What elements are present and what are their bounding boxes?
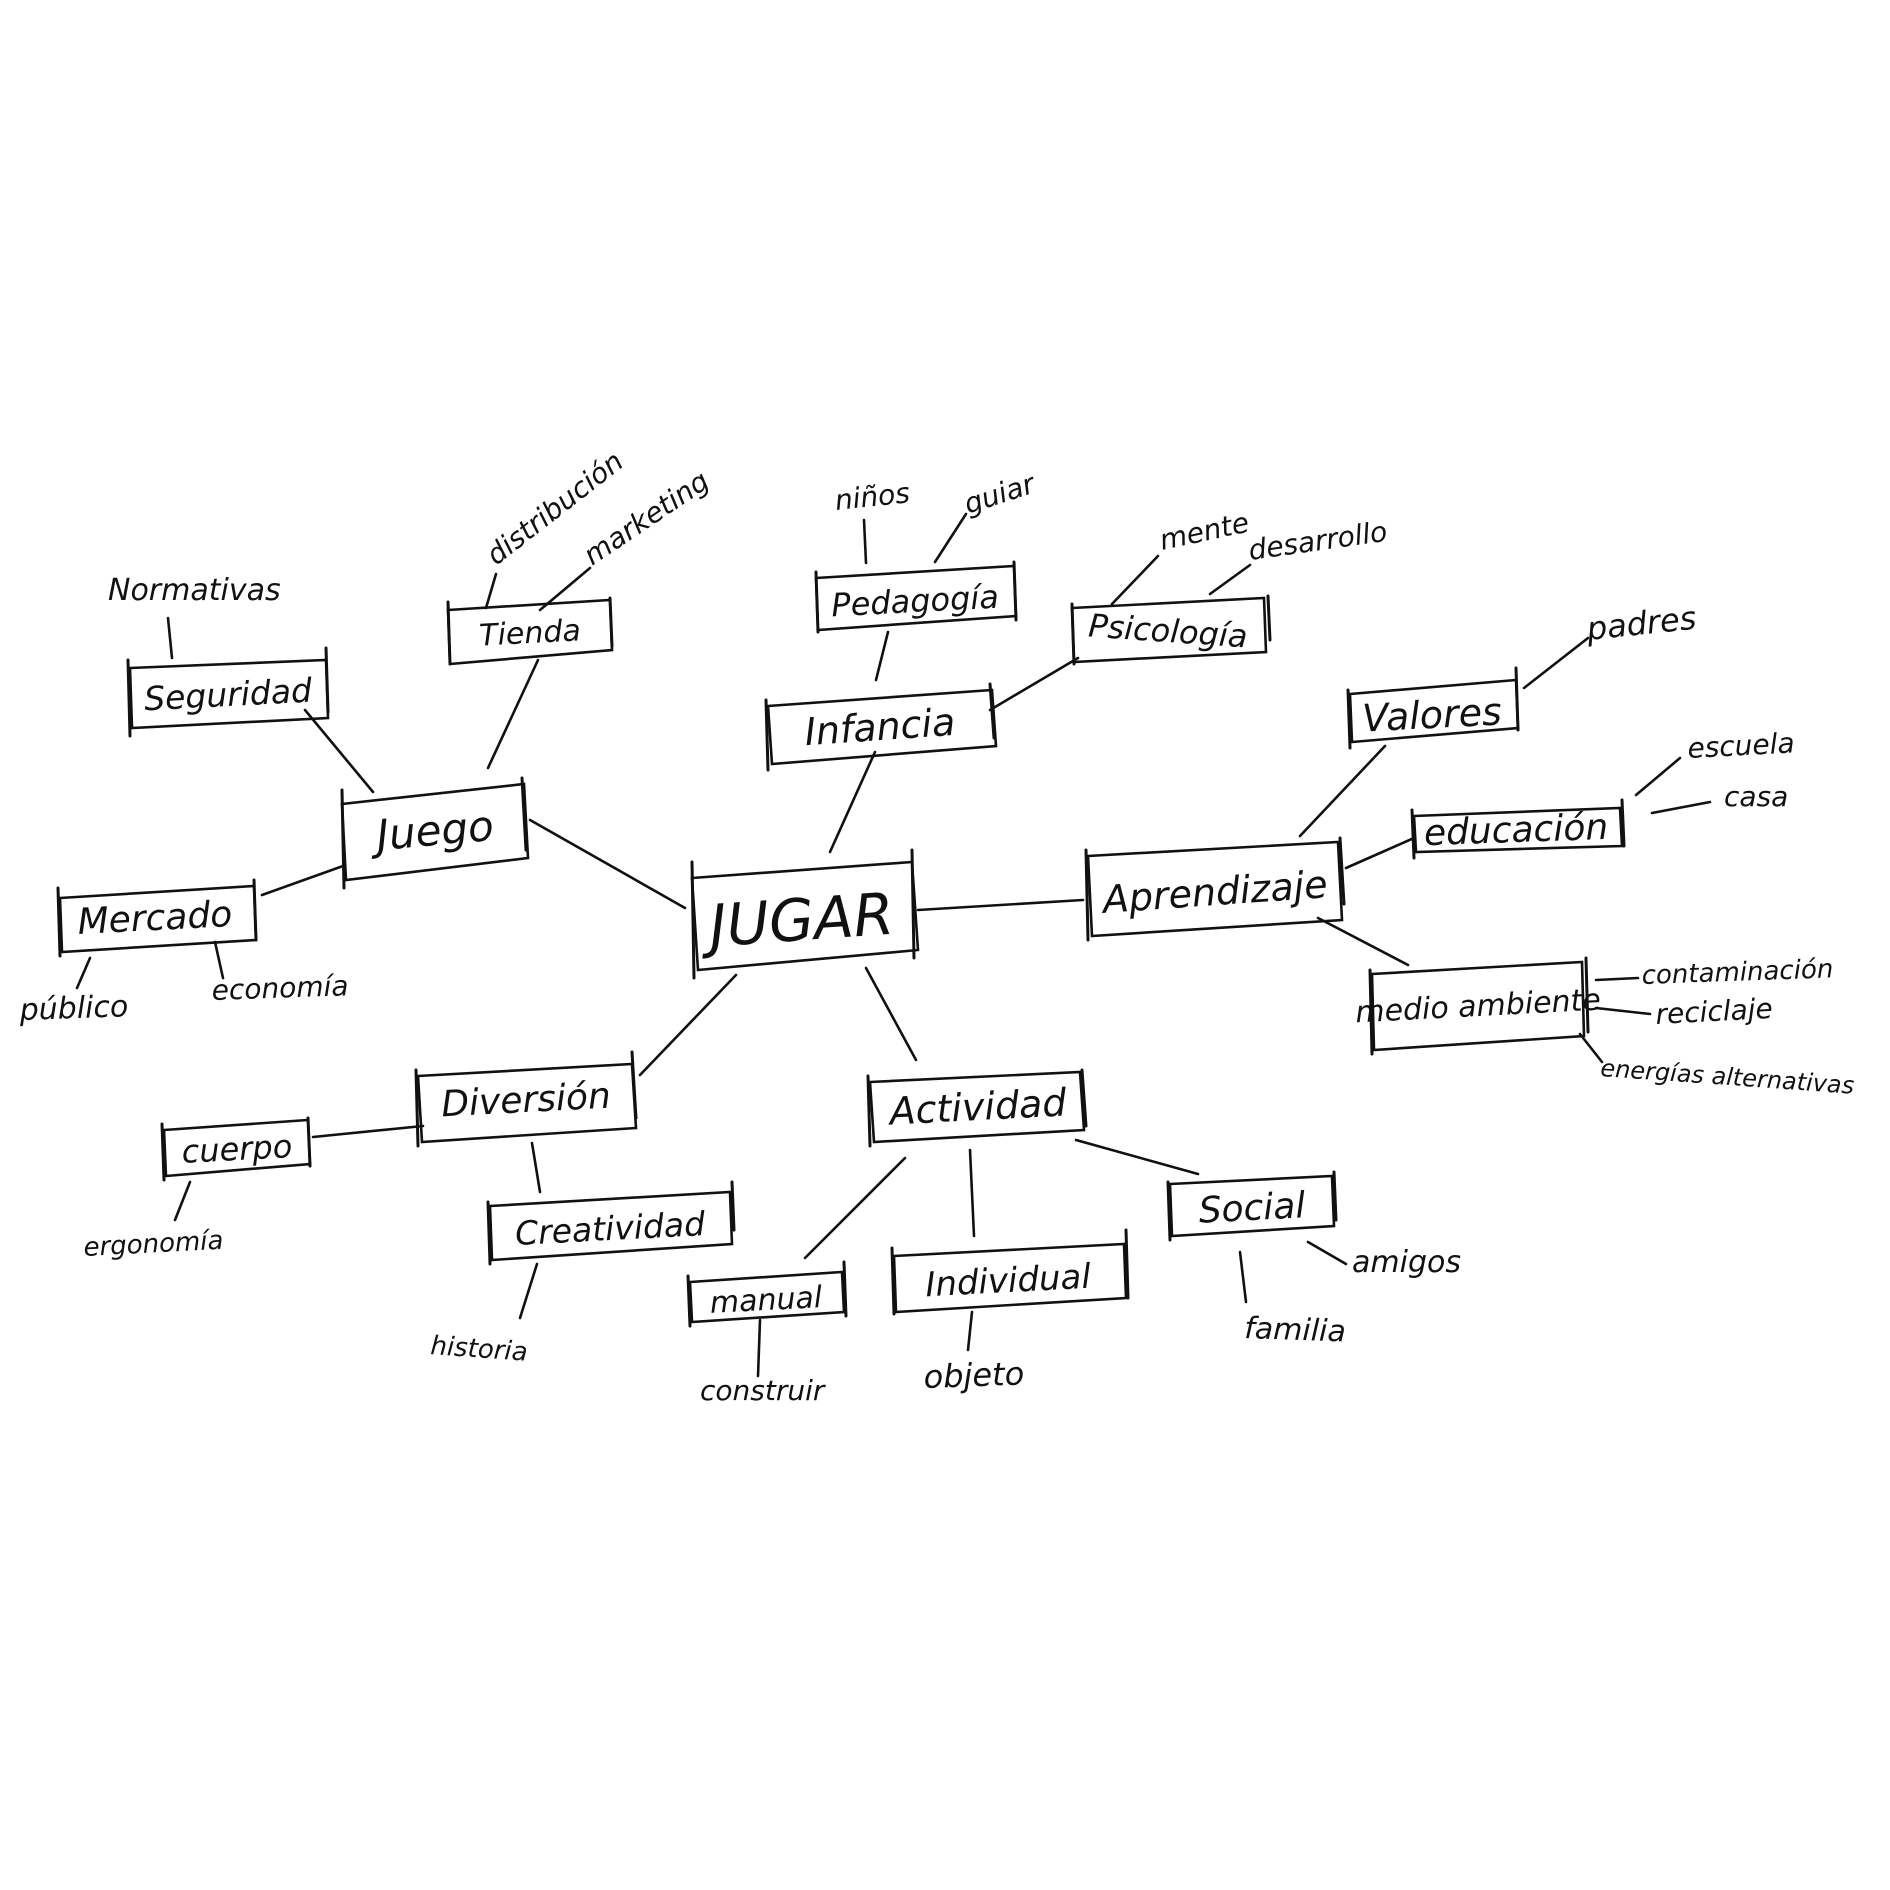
edge-actividad-social bbox=[1074, 1138, 1200, 1176]
node-psicologia-label: Psicología bbox=[1087, 606, 1249, 655]
node-psicologia: Psicología bbox=[1070, 594, 1272, 666]
edge-medio-energias bbox=[1578, 1032, 1604, 1064]
node-juego-label: Juego bbox=[368, 801, 496, 861]
edge-jugar-infancia bbox=[828, 750, 877, 854]
connectors bbox=[75, 512, 1712, 1378]
leaf-padres: padres bbox=[1584, 599, 1698, 648]
edge-medio-reciclaje bbox=[1594, 1006, 1652, 1016]
edge-juego-mercado bbox=[260, 864, 345, 897]
node-manual-label: manual bbox=[709, 1280, 824, 1321]
edge-valores-padres bbox=[1522, 636, 1590, 690]
edge-manual-construir bbox=[756, 1318, 762, 1378]
edge-educacion-escuela bbox=[1634, 756, 1682, 797]
edge-aprendizaje-medio bbox=[1316, 916, 1410, 967]
edge-diversion-cuerpo bbox=[311, 1124, 425, 1139]
edge-aprendizaje-valores bbox=[1298, 744, 1387, 838]
node-infancia-label: Infancia bbox=[803, 700, 956, 754]
node-juego: Juego bbox=[340, 776, 530, 890]
leaf-normativas: Normativas bbox=[108, 573, 281, 608]
edge-jugar-actividad bbox=[864, 966, 918, 1062]
edge-aprendizaje-educacion bbox=[1344, 836, 1416, 870]
edge-jugar-diversion bbox=[638, 973, 738, 1077]
leaf-contaminacion: contaminación bbox=[1641, 954, 1834, 991]
edge-cuerpo-ergonomia bbox=[173, 1180, 192, 1222]
node-manual: manual bbox=[686, 1260, 848, 1328]
node-actividad-label: Actividad bbox=[886, 1080, 1069, 1133]
node-diversion-label: Diversión bbox=[440, 1076, 611, 1126]
node-tienda: Tienda bbox=[446, 596, 614, 666]
edge-actividad-individual bbox=[968, 1148, 976, 1238]
node-creatividad-label: Creatividad bbox=[514, 1204, 707, 1253]
node-educacion: educación bbox=[1410, 798, 1626, 860]
edge-diversion-creatividad bbox=[530, 1141, 542, 1194]
node-jugar: JUGAR bbox=[690, 848, 920, 980]
edge-pedagogia-guiar bbox=[933, 512, 968, 564]
edge-actividad-manual bbox=[803, 1156, 907, 1260]
node-cuerpo-label: cuerpo bbox=[181, 1127, 293, 1171]
node-mercado-label: Mercado bbox=[77, 894, 234, 943]
edge-psicologia-desarrollo bbox=[1208, 563, 1252, 596]
node-pedagogia-label: Pedagogía bbox=[830, 578, 999, 625]
leaf-escuela: escuela bbox=[1687, 726, 1796, 765]
edge-juego-seguridad bbox=[303, 708, 375, 794]
node-seguridad: Seguridad bbox=[126, 646, 330, 738]
edge-individual-objeto bbox=[966, 1310, 974, 1352]
node-valores: Valores bbox=[1346, 666, 1520, 750]
edge-jugar-juego bbox=[528, 818, 687, 910]
node-cuerpo: cuerpo bbox=[160, 1116, 312, 1182]
leaf-ergonomia: ergonomía bbox=[83, 1226, 224, 1263]
node-seguridad-label: Seguridad bbox=[143, 671, 314, 719]
leaf-construir: construir bbox=[700, 1374, 826, 1407]
edge-social-familia bbox=[1238, 1250, 1248, 1304]
boxes: JUGAR Juego Seguridad Tienda Mer bbox=[56, 560, 1626, 1328]
node-valores-label: Valores bbox=[1361, 689, 1503, 740]
node-tienda-label: Tienda bbox=[478, 613, 581, 653]
node-actividad: Actividad bbox=[866, 1068, 1088, 1148]
edge-infancia-pedagogia bbox=[874, 630, 890, 682]
node-social: Social bbox=[1166, 1170, 1338, 1242]
node-educacion-label: educación bbox=[1423, 807, 1609, 854]
leaf-ninos: niños bbox=[833, 476, 911, 517]
node-social-label: Social bbox=[1198, 1185, 1307, 1232]
edge-mercado-publico bbox=[75, 956, 92, 990]
node-mercado: Mercado bbox=[56, 878, 258, 958]
edge-psicologia-mente bbox=[1110, 554, 1160, 606]
node-individual: Individual bbox=[890, 1228, 1130, 1316]
node-medio-ambiente: medio ambiente bbox=[1354, 956, 1602, 1056]
edge-juego-tienda bbox=[486, 658, 540, 770]
node-diversion: Diversión bbox=[414, 1050, 638, 1148]
leaf-familia: familia bbox=[1244, 1311, 1347, 1350]
node-aprendizaje-label: Aprendizaje bbox=[1098, 862, 1329, 922]
leaf-amigos: amigos bbox=[1352, 1245, 1461, 1280]
leaf-desarrollo: desarrollo bbox=[1246, 515, 1389, 567]
edge-seguridad-normativas bbox=[166, 616, 174, 660]
leaf-guiar: guiar bbox=[960, 467, 1040, 521]
node-pedagogia: Pedagogía bbox=[814, 560, 1018, 634]
node-jugar-label: JUGAR bbox=[697, 880, 896, 961]
node-individual-label: Individual bbox=[924, 1257, 1092, 1306]
leaf-publico: público bbox=[18, 989, 129, 1028]
leaf-mente: mente bbox=[1157, 506, 1252, 557]
edge-pedagogia-ninos bbox=[862, 518, 868, 565]
node-aprendizaje: Aprendizaje bbox=[1084, 836, 1346, 942]
edge-jugar-aprendizaje bbox=[916, 898, 1085, 912]
node-creatividad: Creatividad bbox=[486, 1180, 736, 1266]
node-medio-ambiente-label: medio ambiente bbox=[1354, 983, 1601, 1031]
leaf-reciclaje: reciclaje bbox=[1655, 992, 1774, 1031]
leaf-historia: historia bbox=[430, 1331, 529, 1368]
edge-mercado-economia bbox=[213, 940, 225, 980]
edge-tienda-distribucion bbox=[484, 572, 498, 610]
node-infancia: Infancia bbox=[764, 682, 998, 772]
edge-medio-contaminacion bbox=[1594, 976, 1640, 982]
edge-creatividad-historia bbox=[518, 1262, 539, 1320]
edge-social-amigos bbox=[1306, 1240, 1348, 1266]
edge-educacion-casa bbox=[1650, 800, 1712, 815]
leaf-economia: economía bbox=[211, 969, 349, 1007]
leaf-energias: energías alternativas bbox=[1600, 1054, 1856, 1100]
edge-infancia-psicologia bbox=[988, 656, 1080, 712]
leaf-objeto: objeto bbox=[923, 1355, 1025, 1396]
leaf-casa: casa bbox=[1724, 780, 1788, 813]
